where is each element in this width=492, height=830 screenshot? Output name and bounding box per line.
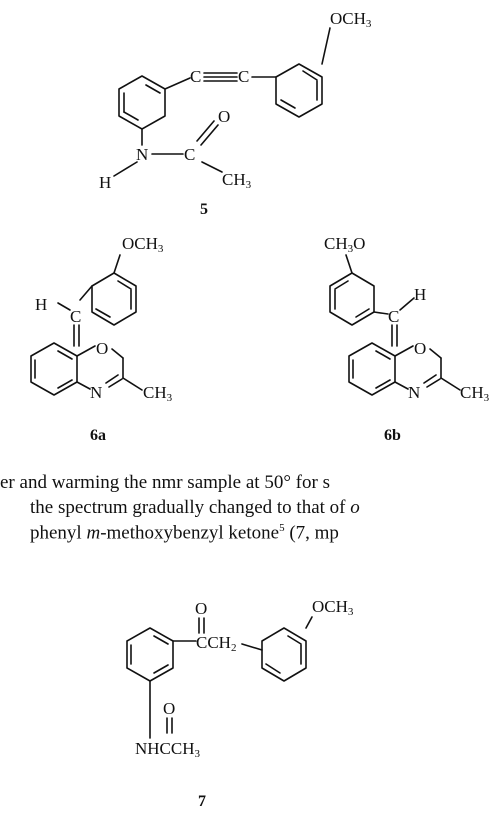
structure-7: OCH3 O CCH2 O NHCCH3 7: [126, 597, 354, 810]
s6b-ring-nitrogen: N: [408, 383, 420, 402]
s6b-methyl: CH3: [460, 383, 490, 404]
s6a-compound-number: 6a: [90, 427, 106, 444]
s7-ch2-group: CCH2: [196, 633, 236, 654]
s7-methoxy: OCH3: [312, 597, 354, 618]
body-text-line-1: er and warming the nmr sample at 50° for…: [0, 472, 330, 493]
s6b-exocyclic-c: C: [388, 307, 399, 326]
s6b-hydrogen: H: [414, 285, 426, 304]
body-text-line-3: phenyl m-methoxybenzyl ketone5 (7, mp: [30, 522, 339, 544]
s5-alkyne-c1: C: [190, 67, 201, 86]
s5-hydrogen: H: [99, 173, 111, 192]
s5-carbonyl-c: C: [184, 145, 195, 164]
s6a-ring-nitrogen: N: [90, 383, 102, 402]
structure-6a: OCH3 H C O N CH3 6a: [30, 234, 173, 444]
s6a-ring-oxygen: O: [96, 339, 108, 358]
s5-compound-number: 5: [200, 201, 208, 218]
s7-acetamido: NHCCH3: [135, 739, 201, 760]
s6b-compound-number: 6b: [384, 427, 401, 444]
body-text-line-2: the spectrum gradually changed to that o…: [30, 497, 360, 518]
s7-amide-oxygen: O: [163, 699, 175, 718]
s6a-methyl: CH3: [143, 383, 173, 404]
s6a-methoxy: OCH3: [122, 234, 164, 255]
s7-ketone-oxygen: O: [195, 599, 207, 618]
s6a-exocyclic-c: C: [70, 307, 81, 326]
s5-methyl: CH3: [222, 170, 252, 191]
s5-methoxy: OCH3: [330, 9, 372, 30]
s5-nitrogen: N: [136, 145, 148, 164]
s7-compound-number: 7: [198, 793, 206, 810]
s6b-methoxy: CH3O: [324, 234, 365, 255]
structure-6b: CH3O C H O N CH3 6b: [324, 234, 490, 444]
structure-5: C C OCH3 N C O H CH3 5: [99, 9, 372, 218]
s5-alkyne-c2: C: [238, 67, 249, 86]
s6a-hydrogen: H: [35, 295, 47, 314]
s6b-ring-oxygen: O: [414, 339, 426, 358]
s5-oxygen: O: [218, 107, 230, 126]
